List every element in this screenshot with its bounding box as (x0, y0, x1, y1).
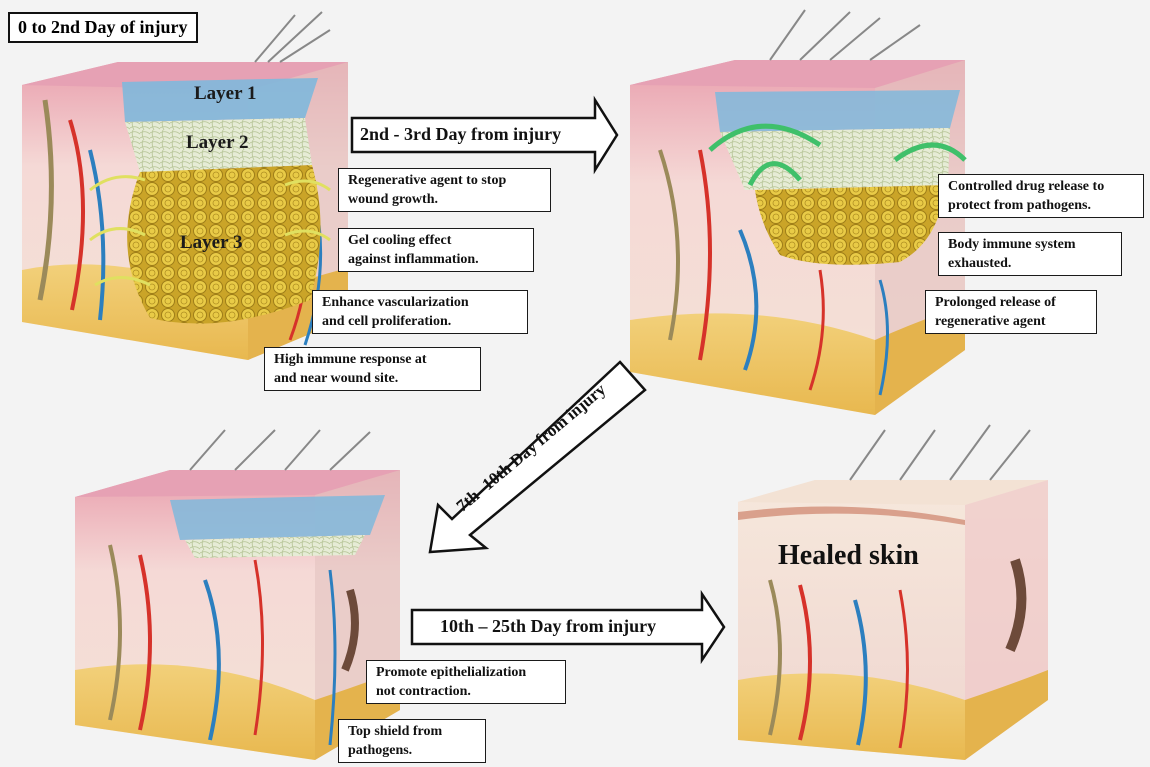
note-immune-response: High immune response at and near wound s… (264, 347, 481, 391)
skin-block-day0 (22, 12, 348, 360)
note-line: pathogens. (348, 741, 476, 760)
note-epithelialization: Promote epithelialization not contractio… (366, 660, 566, 704)
note-line: exhausted. (948, 254, 1112, 273)
layer-1-label: Layer 1 (194, 83, 256, 105)
note-line: regenerative agent (935, 312, 1087, 331)
layer-2-label: Layer 2 (186, 132, 248, 154)
note-top-shield: Top shield from pathogens. (338, 719, 486, 763)
note-line: protect from pathogens. (948, 196, 1134, 215)
stage-title: 0 to 2nd Day of injury (8, 12, 198, 43)
note-line: Regenerative agent to stop (348, 171, 541, 190)
note-line: Promote epithelialization (376, 663, 556, 682)
arrow-label-day2-3: 2nd - 3rd Day from injury (360, 124, 561, 145)
note-line: and near wound site. (274, 369, 471, 388)
note-controlled-release: Controlled drug release to protect from … (938, 174, 1144, 218)
note-line: against inflammation. (348, 250, 524, 269)
note-line: Enhance vascularization (322, 293, 518, 312)
note-vascularization: Enhance vascularization and cell prolife… (312, 290, 528, 334)
skin-block-day7 (75, 430, 400, 760)
note-immune-exhausted: Body immune system exhausted. (938, 232, 1122, 276)
note-line: Top shield from (348, 722, 476, 741)
note-line: Body immune system (948, 235, 1112, 254)
note-line: and cell proliferation. (322, 312, 518, 331)
note-regenerative-agent: Regenerative agent to stop wound growth. (338, 168, 551, 212)
note-line: wound growth. (348, 190, 541, 209)
note-line: not contraction. (376, 682, 556, 701)
layer-3-label: Layer 3 (180, 232, 242, 254)
note-gel-cooling: Gel cooling effect against inflammation. (338, 228, 534, 272)
note-line: High immune response at (274, 350, 471, 369)
healed-skin-label: Healed skin (778, 540, 919, 572)
skin-block-healed (738, 425, 1048, 760)
skin-block-day2 (630, 10, 965, 415)
note-prolonged-release: Prolonged release of regenerative agent (925, 290, 1097, 334)
note-line: Controlled drug release to (948, 177, 1134, 196)
note-line: Prolonged release of (935, 293, 1087, 312)
stage-title-text: 0 to 2nd Day of injury (18, 17, 188, 37)
note-line: Gel cooling effect (348, 231, 524, 250)
arrow-label-day10-25: 10th – 25th Day from injury (440, 616, 656, 637)
